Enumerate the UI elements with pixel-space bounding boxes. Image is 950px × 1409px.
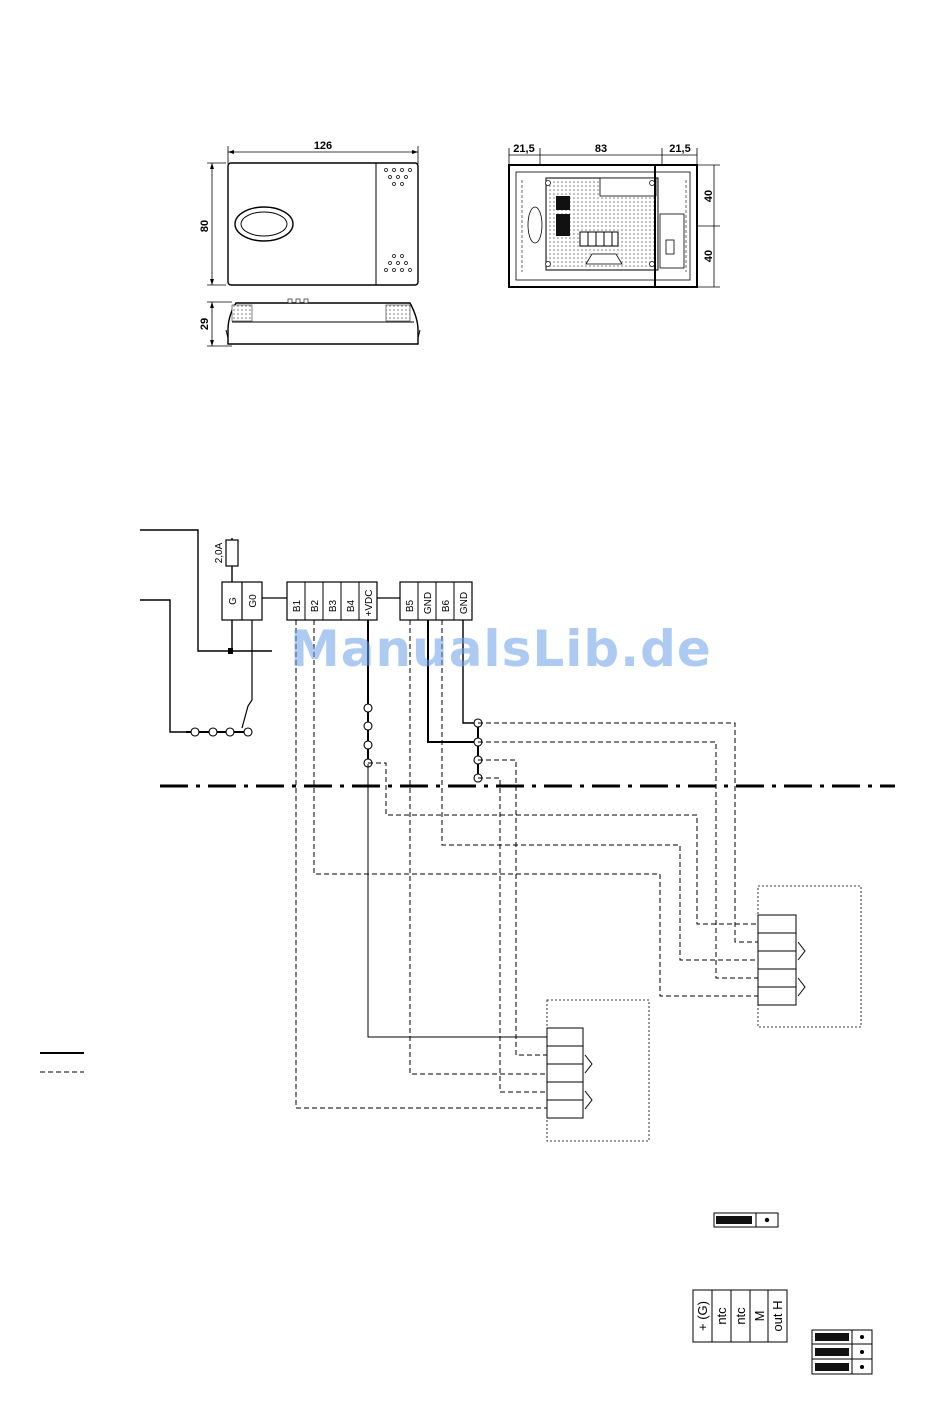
connector-block: + (G) ntc ntc M out H <box>693 1290 787 1342</box>
terminal-g: G <box>228 597 239 605</box>
side-view: 29 <box>199 299 420 346</box>
jumper-triple <box>812 1330 872 1374</box>
back-left-dimension: 21,5 <box>513 143 534 155</box>
back-bottom-dimension: 40 <box>703 250 715 262</box>
terminal-b2: B2 <box>310 599 321 612</box>
connector-pin-out-h: out H <box>770 1300 785 1331</box>
back-top-dimension: 40 <box>703 190 715 202</box>
power-terminal-block: G G0 <box>222 582 262 620</box>
connector-pin-m: M <box>752 1311 767 1322</box>
terminal-vdc: +VDC <box>364 590 375 617</box>
terminal-b5: B5 <box>405 599 416 612</box>
terminal-b3: B3 <box>328 599 339 612</box>
probe-terminal-block-b: B5 GND B6 GND <box>400 582 472 620</box>
connector-pin-ntc-1: ntc <box>714 1307 729 1325</box>
terminal-gnd-2: GND <box>459 592 470 614</box>
connector-pin-g: + (G) <box>695 1301 710 1331</box>
height-dimension: 80 <box>199 220 211 232</box>
depth-dimension: 29 <box>199 318 211 330</box>
terminal-b6: B6 <box>441 599 452 612</box>
front-view: 126 80 <box>199 140 418 285</box>
fuse <box>226 540 238 566</box>
sensor-module-right <box>758 886 861 1027</box>
fuse-label: 2,0A <box>214 542 225 563</box>
back-center-dimension: 83 <box>595 143 607 155</box>
back-view: 21,5 83 21,5 40 40 <box>509 143 720 287</box>
terminal-gnd-1: GND <box>423 592 434 614</box>
connector-pin-ntc-2: ntc <box>733 1307 748 1325</box>
back-right-dimension: 21,5 <box>669 143 690 155</box>
terminal-g0: G0 <box>248 594 259 608</box>
terminal-b4: B4 <box>346 599 357 612</box>
probe-terminal-block-a: B1 B2 B3 B4 +VDC <box>287 582 377 620</box>
sensor-module-left <box>547 1000 649 1141</box>
jumper-single <box>714 1213 778 1227</box>
width-dimension: 126 <box>314 140 332 152</box>
watermark: ManualsLib.de <box>290 620 712 678</box>
terminal-b1: B1 <box>292 599 303 612</box>
